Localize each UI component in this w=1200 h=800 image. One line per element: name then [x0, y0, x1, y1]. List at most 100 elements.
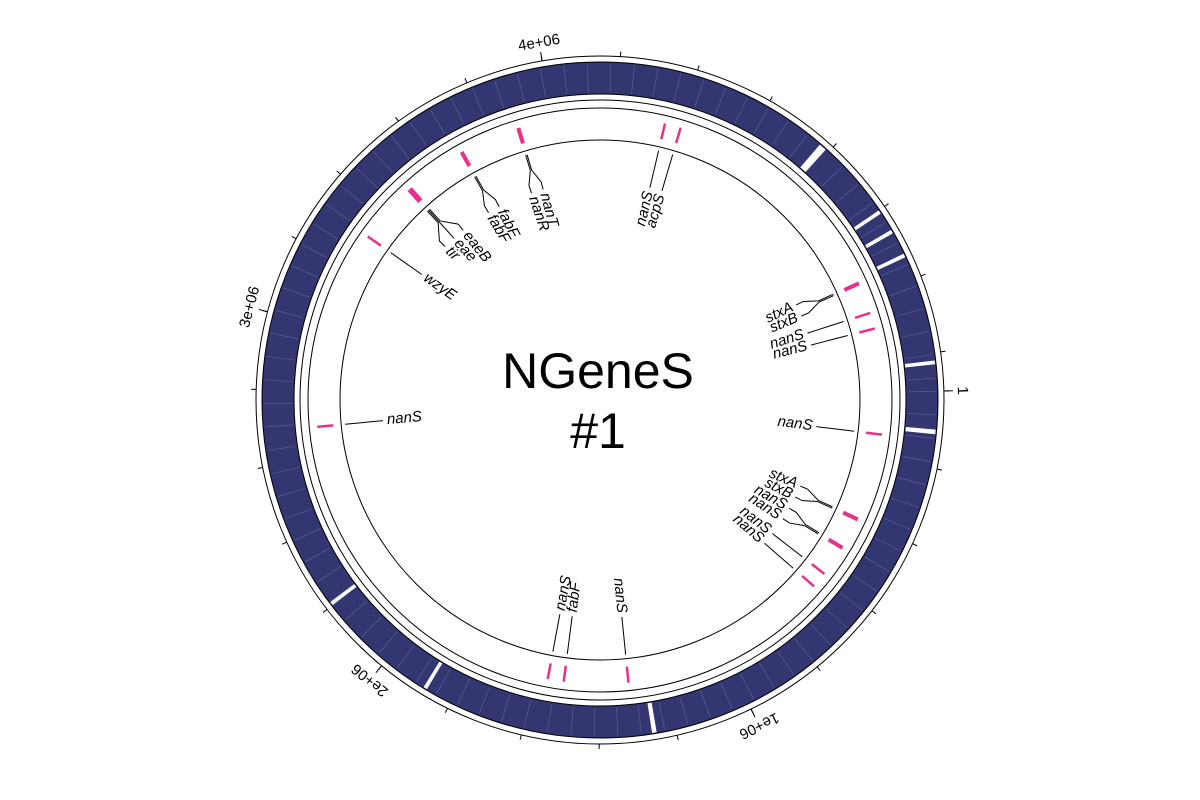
- genome-hairline: [378, 631, 398, 654]
- genome-hairline: [478, 687, 490, 714]
- gene-marker-fabF: [562, 665, 568, 682]
- gene-label-nanS: nanS: [777, 413, 814, 434]
- axis-tick-label-2-tick: [258, 308, 268, 313]
- gene-connector-nanS: [345, 420, 384, 425]
- axis-origin-label: 1: [954, 386, 971, 395]
- genome-hairline: [694, 80, 704, 108]
- map-title: NGeneS #1: [502, 343, 694, 459]
- genome-hairline: [872, 242, 898, 257]
- gene-connector-nanS: [764, 542, 794, 569]
- axis-tick-label-3-tick: [540, 51, 543, 61]
- axis-minor-tick: [816, 666, 821, 672]
- gene-marker-nanS: [827, 539, 843, 550]
- gene-connector-nanT: [526, 154, 544, 190]
- genome-hairline: [700, 690, 711, 718]
- gene-connector-nanS: [810, 335, 848, 346]
- axis-minor-tick: [281, 541, 287, 545]
- gene-marker-eae: [408, 188, 422, 202]
- genome-hairline: [853, 575, 877, 592]
- gene-label-wzyE: wzyE: [420, 269, 460, 304]
- gene-connector-stxB: [794, 496, 833, 509]
- genome-gap-8: [904, 360, 936, 368]
- gene-marker-wzyE: [367, 235, 382, 247]
- genome-hairline: [410, 122, 427, 146]
- axis-minor-tick: [291, 235, 297, 240]
- genome-track: [262, 62, 938, 738]
- axis-circle: [255, 55, 945, 745]
- genome-hairline: [436, 668, 451, 694]
- genome-hairline: [313, 223, 338, 240]
- genome-hairline: [905, 354, 933, 359]
- genome-hairline: [720, 683, 733, 710]
- genome-gap-3: [330, 584, 357, 606]
- axis-tick-label-1-tick: [375, 665, 382, 674]
- genome-hairline: [361, 616, 382, 638]
- axis-minor-tick: [676, 735, 679, 741]
- gene-connector-nanS: [807, 320, 844, 334]
- axis-minor-tick: [936, 468, 942, 471]
- gene-connector-eae: [428, 209, 455, 239]
- title-line-2: #1: [570, 403, 626, 459]
- axis-tick-label-1: 2e+06: [348, 660, 391, 700]
- title-line-1: NGeneS: [502, 343, 694, 399]
- gene-marker-nanR: [516, 127, 524, 144]
- genome-hairline: [836, 184, 858, 203]
- genome-track-gaps: [264, 64, 936, 736]
- genome-hairline: [840, 592, 863, 611]
- gene-marker-tir: [407, 189, 421, 203]
- axis-minor-tick: [444, 708, 448, 714]
- genome-hairline: [396, 645, 415, 669]
- gene-marker-nanT: [517, 127, 525, 144]
- genome-hairline: [810, 624, 831, 645]
- genome-hairline: [631, 65, 635, 94]
- genome-gap-0: [905, 426, 936, 435]
- gene-connector-wzyE: [390, 252, 423, 275]
- gene-label-nanS: nanS: [552, 574, 575, 612]
- axis-minor-tick: [871, 610, 877, 615]
- axis-minor-tick: [395, 116, 399, 122]
- axis-minor-tick: [912, 543, 918, 547]
- genome-track-ring: [261, 61, 939, 739]
- genome-hairline: [472, 88, 484, 116]
- genome-hairline: [864, 556, 890, 572]
- gene-label-nanS: nanS: [610, 577, 630, 614]
- genome-hairline: [291, 265, 318, 278]
- axis-tick-label-3: 4e+06: [517, 31, 561, 55]
- gene-marker-nanS: [317, 424, 334, 429]
- gene-connector-nanS: [772, 533, 803, 558]
- axis-minor-tick: [464, 78, 468, 84]
- genome-hairline: [301, 244, 328, 258]
- genome-hairline: [609, 64, 612, 93]
- gene-connector-stxB: [801, 295, 834, 317]
- genome-hairline: [659, 702, 665, 730]
- gene-connector-stxA: [795, 293, 834, 306]
- genome-hairline: [501, 694, 511, 722]
- genome-hairline: [563, 65, 568, 94]
- genome-hairline: [905, 434, 934, 439]
- genome-hairline: [524, 700, 531, 728]
- genome-hairline: [494, 80, 504, 108]
- gene-connector-nanS: [788, 507, 820, 534]
- axis-minor-tick: [697, 65, 700, 71]
- genome-hairline: [875, 537, 901, 551]
- axis-tick-label-2: 3e+06: [236, 284, 263, 329]
- genome-hairline: [673, 73, 682, 102]
- genome-hairline: [794, 638, 813, 661]
- gene-marker-fabF: [461, 150, 472, 167]
- genome-gap-4: [800, 144, 826, 172]
- gene-connector-nanS: [782, 518, 819, 535]
- genome-hairline: [267, 445, 296, 451]
- genome-hairline: [777, 651, 795, 675]
- genome-hairline: [330, 584, 354, 602]
- genome-hairline: [294, 528, 321, 541]
- gene-marker-ring: [299, 99, 901, 701]
- gene-marker-nanS: [625, 666, 630, 683]
- axis-minor-tick: [769, 96, 773, 102]
- genome-hairline: [517, 74, 525, 102]
- genome-hairline: [637, 705, 642, 734]
- gene-ring-outer: [299, 99, 901, 701]
- genome-hairline: [902, 456, 931, 462]
- genome-gap-2: [423, 661, 443, 690]
